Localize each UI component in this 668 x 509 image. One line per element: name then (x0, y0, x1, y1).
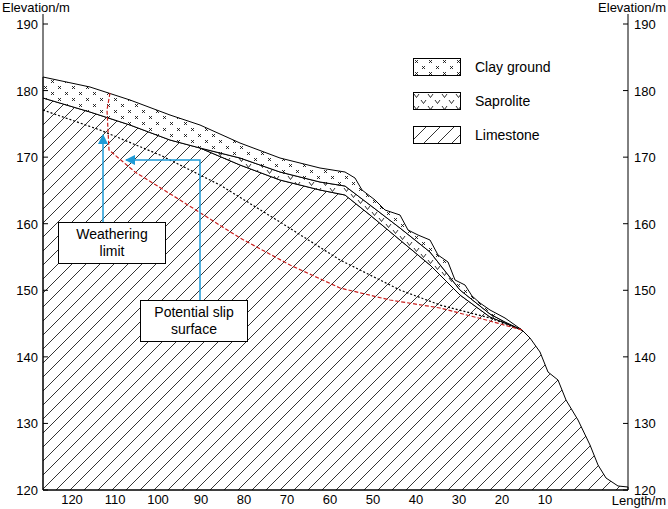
tick-label: 190 (16, 17, 38, 32)
tick-mark (43, 356, 48, 357)
tick-label: 50 (366, 492, 380, 507)
tick-mark (623, 290, 628, 291)
legend-swatch (413, 58, 461, 76)
tick-label: 190 (634, 17, 656, 32)
tick-label: 180 (16, 83, 38, 98)
tick-label: 120 (61, 492, 83, 507)
tick-mark (43, 290, 48, 291)
legend-swatch (413, 126, 461, 144)
axis-title: Elevation/m (598, 0, 666, 15)
tick-label: 130 (16, 416, 38, 431)
axis-ticks (43, 24, 628, 490)
tick-label: 180 (634, 83, 656, 98)
weathering-limit-line (43, 110, 522, 330)
legend-item: Saprolite (413, 92, 613, 110)
callout-text: Weathering limit (64, 226, 160, 260)
callout-box: Weathering limit (58, 222, 166, 264)
tick-label: 150 (16, 283, 38, 298)
legend-text: Limestone (475, 126, 540, 144)
tick-label: 100 (147, 492, 169, 507)
tick-mark (43, 490, 48, 491)
tick-label: 160 (634, 216, 656, 231)
tick-mark (623, 90, 628, 91)
tick-label: 140 (16, 349, 38, 364)
tick-label: 130 (634, 416, 656, 431)
tick-mark (43, 423, 48, 424)
tick-label: 80 (237, 492, 251, 507)
tick-label: 90 (194, 492, 208, 507)
tick-label: 120 (16, 483, 38, 498)
axis-title: Length/m (612, 493, 666, 508)
tick-label: 30 (452, 492, 466, 507)
tick-mark (43, 24, 48, 25)
tick-label: 40 (409, 492, 423, 507)
tick-label: 110 (105, 492, 126, 507)
tick-label: 170 (16, 150, 38, 165)
tick-label: 140 (634, 349, 656, 364)
legend-text: Clay ground (475, 58, 551, 76)
limestone-layer (43, 98, 628, 490)
tick-label: 150 (634, 283, 656, 298)
tick-mark (623, 356, 628, 357)
callout-box: Potential slip surface (140, 300, 248, 342)
tick-mark (43, 90, 48, 91)
callout-arrow (102, 135, 104, 222)
tick-mark (623, 24, 628, 25)
tick-label: 10 (538, 492, 552, 507)
saprolite-layer (200, 148, 522, 330)
legend-text: Saprolite (475, 92, 530, 110)
tick-mark (623, 490, 628, 491)
tick-mark (623, 223, 628, 224)
legend-swatch (413, 92, 461, 110)
tick-label: 60 (323, 492, 337, 507)
clay-layer (43, 77, 522, 330)
tick-mark (43, 223, 48, 224)
slip-surface-line (107, 93, 522, 330)
legend-item: Clay ground (413, 58, 613, 76)
axis-frame (43, 14, 628, 490)
tick-mark (43, 157, 48, 158)
tick-label: 20 (495, 492, 509, 507)
tick-mark (623, 157, 628, 158)
tick-label: 160 (16, 216, 38, 231)
tick-mark (623, 423, 628, 424)
tick-label: 170 (634, 150, 656, 165)
tick-label: 70 (280, 492, 294, 507)
axis-title: Elevation/m (2, 0, 70, 15)
legend-item: Limestone (413, 126, 613, 144)
callout-text: Potential slip surface (146, 304, 242, 338)
